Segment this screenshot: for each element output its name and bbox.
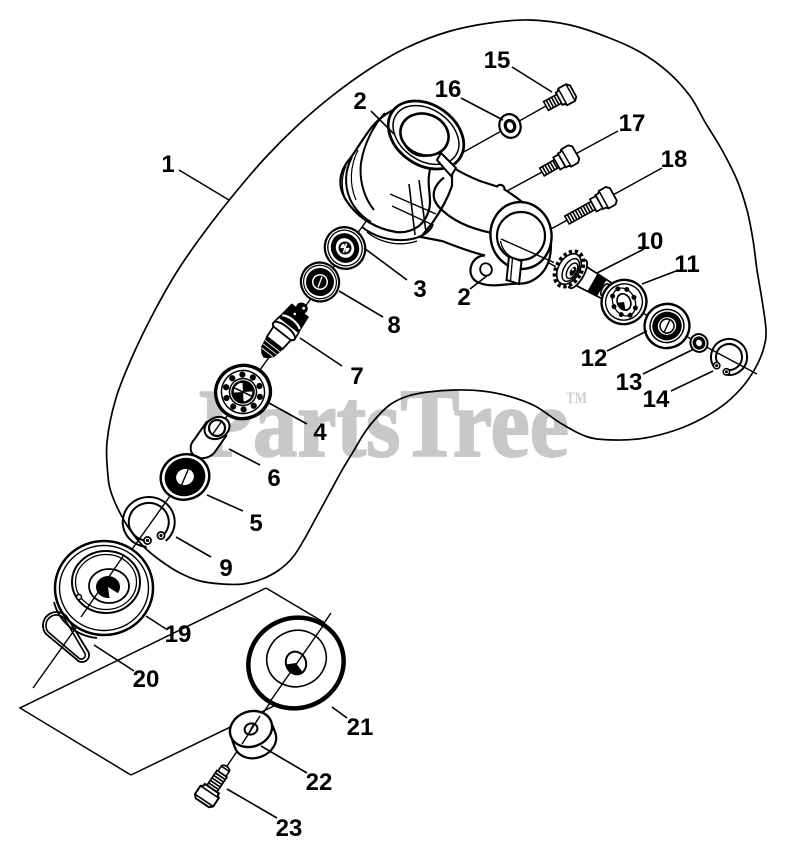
svg-text:18: 18 <box>661 146 688 173</box>
svg-text:11: 11 <box>674 251 699 278</box>
svg-text:12: 12 <box>581 345 608 372</box>
svg-text:15: 15 <box>484 47 511 74</box>
svg-text:22: 22 <box>306 769 333 796</box>
svg-text:9: 9 <box>219 555 232 582</box>
svg-text:2: 2 <box>457 284 470 311</box>
svg-text:23: 23 <box>276 815 303 842</box>
svg-text:19: 19 <box>165 621 192 648</box>
svg-text:20: 20 <box>133 666 160 693</box>
svg-text:TM: TM <box>566 390 587 407</box>
svg-text:13: 13 <box>616 369 643 396</box>
svg-text:21: 21 <box>347 714 374 741</box>
svg-text:3: 3 <box>413 276 426 303</box>
svg-text:5: 5 <box>249 510 262 537</box>
svg-text:8: 8 <box>387 312 400 339</box>
svg-text:10: 10 <box>637 228 664 255</box>
svg-text:17: 17 <box>619 110 646 137</box>
svg-text:2: 2 <box>353 88 366 115</box>
svg-text:14: 14 <box>643 386 670 413</box>
svg-text:7: 7 <box>350 363 363 390</box>
svg-text:6: 6 <box>267 465 280 492</box>
svg-text:16: 16 <box>435 76 462 103</box>
svg-text:1: 1 <box>161 151 174 178</box>
svg-text:4: 4 <box>313 419 327 446</box>
